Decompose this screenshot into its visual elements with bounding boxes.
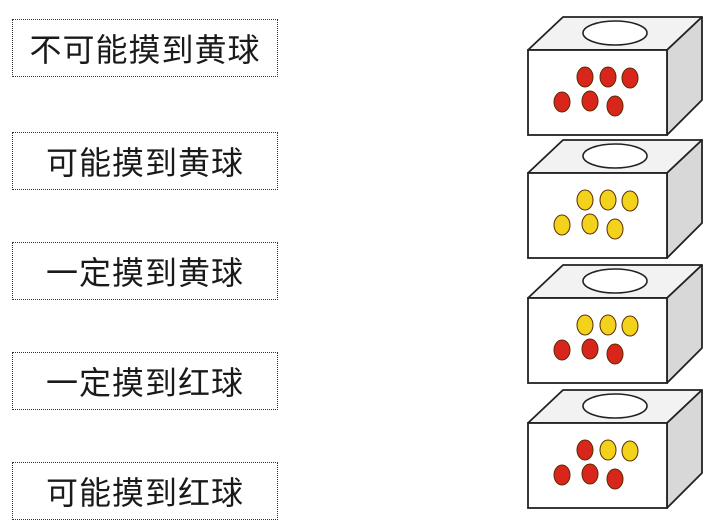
ball-box-1: [527, 16, 703, 136]
box-opening: [582, 20, 648, 46]
label-text-2: 可能摸到黄球: [45, 144, 244, 182]
red-ball: [553, 91, 571, 113]
red-ball: [553, 339, 571, 361]
red-ball: [606, 468, 624, 490]
red-ball: [581, 463, 599, 485]
ball-box-3: [527, 264, 703, 384]
red-ball: [576, 439, 594, 461]
label-box-4[interactable]: 一定摸到红球: [12, 352, 278, 410]
box-opening: [582, 393, 648, 419]
red-ball: [581, 90, 599, 112]
label-text-1: 不可能摸到黄球: [29, 31, 261, 69]
yellow-ball: [553, 214, 571, 236]
label-box-3[interactable]: 一定摸到黄球: [12, 242, 278, 300]
yellow-ball: [576, 189, 594, 211]
label-box-5[interactable]: 可能摸到红球: [12, 462, 278, 520]
box-front-face: [527, 422, 668, 509]
box-front-face: [527, 297, 668, 384]
ball-box-4: [527, 389, 703, 509]
label-text-3: 一定摸到黄球: [45, 254, 244, 292]
label-box-1[interactable]: 不可能摸到黄球: [12, 19, 278, 77]
label-text-4: 一定摸到红球: [45, 364, 244, 402]
red-ball: [621, 67, 639, 89]
yellow-ball: [599, 314, 617, 336]
yellow-ball: [621, 440, 639, 462]
red-ball: [576, 66, 594, 88]
box-opening: [582, 143, 648, 169]
yellow-ball: [621, 190, 639, 212]
yellow-ball: [599, 439, 617, 461]
yellow-ball: [599, 189, 617, 211]
red-ball: [606, 95, 624, 117]
label-text-5: 可能摸到红球: [45, 474, 244, 512]
box-front-face: [527, 49, 668, 136]
ball-box-2: [527, 139, 703, 259]
yellow-ball: [621, 315, 639, 337]
red-ball: [599, 66, 617, 88]
red-ball: [581, 338, 599, 360]
yellow-ball: [576, 314, 594, 336]
yellow-ball: [606, 218, 624, 240]
red-ball: [606, 343, 624, 365]
yellow-ball: [581, 213, 599, 235]
label-box-2[interactable]: 可能摸到黄球: [12, 132, 278, 190]
box-front-face: [527, 172, 668, 259]
box-opening: [582, 268, 648, 294]
red-ball: [553, 464, 571, 486]
